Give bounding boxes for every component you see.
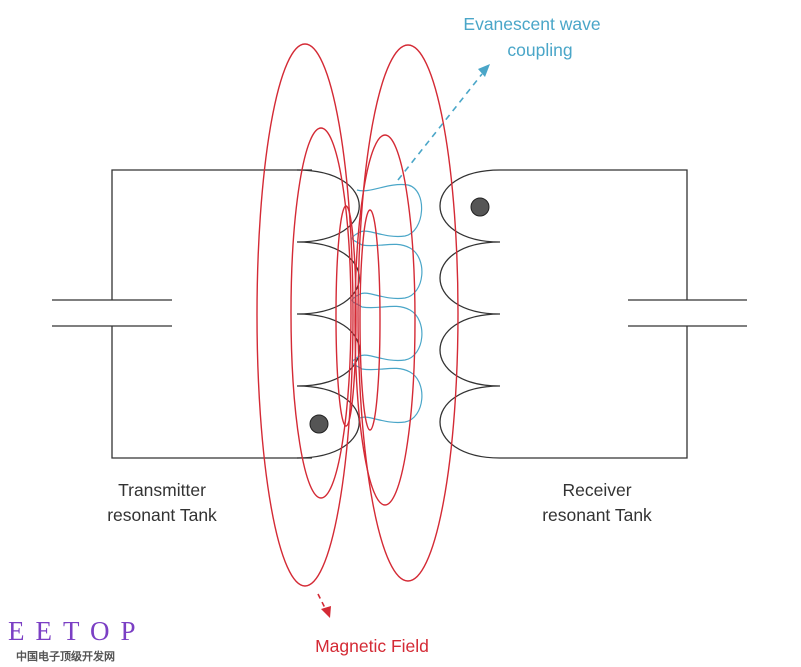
field-line-middle-left xyxy=(290,127,352,499)
field-line-outer-right xyxy=(357,44,459,582)
field-line-outer-left xyxy=(256,43,354,587)
transmitter-tank-circuit xyxy=(52,169,360,459)
receiver-tank-circuit xyxy=(439,169,747,459)
receiver-coil-dot xyxy=(470,197,490,217)
receiver-wire xyxy=(500,169,688,459)
evanescent-arrow xyxy=(397,64,490,181)
transmitter-wire xyxy=(111,169,312,459)
transmitter-coil-dot xyxy=(309,414,329,434)
magnetic-field-lines xyxy=(256,43,459,587)
evanescent-label-line2: coupling xyxy=(507,40,572,60)
magnetic-field-arrow xyxy=(317,593,331,618)
magnetic-field-label: Magnetic Field xyxy=(315,636,429,656)
eetop-logo: EETOP xyxy=(8,616,147,646)
transmitter-label-line2: resonant Tank xyxy=(107,505,217,525)
magnetic-field-arrowhead xyxy=(321,606,331,618)
transmitter-label-line1: Transmitter xyxy=(118,480,206,500)
field-line-inner-left xyxy=(335,205,357,427)
field-line-inner-right xyxy=(359,209,381,431)
receiver-label-line1: Receiver xyxy=(562,480,631,500)
receiver-label-line2: resonant Tank xyxy=(542,505,652,525)
field-line-middle-right xyxy=(354,134,416,506)
evanescent-arrowhead xyxy=(478,64,490,77)
receiver-coil xyxy=(439,169,501,459)
eetop-subtitle: 中国电子顶级开发网 xyxy=(16,649,115,663)
evanescent-label-line1: Evanescent wave xyxy=(463,14,600,34)
